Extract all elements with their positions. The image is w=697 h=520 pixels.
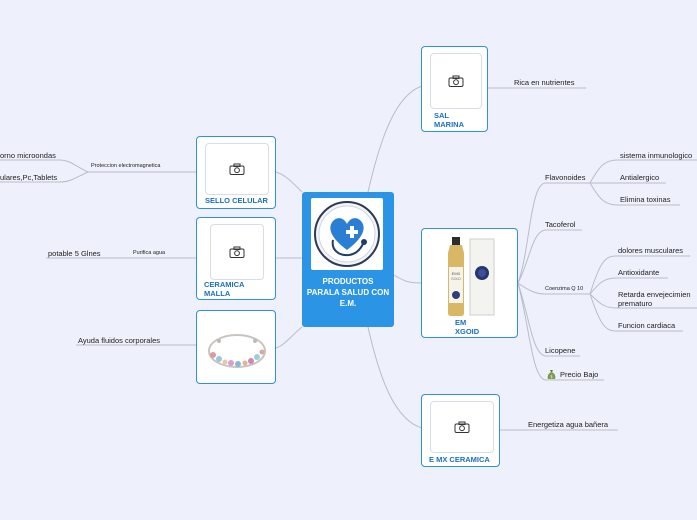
bottle-sub: GOLD [449, 277, 463, 281]
item-horno-microondas: orno microondas [0, 151, 56, 160]
item-retarda-envejecimiento: Retarda envejecimien [618, 290, 691, 299]
image-placeholder [205, 143, 269, 195]
branch-precio-bajo: Precio Bajo [560, 370, 598, 379]
item-sistema-inmunologico: sistema inmunologico [620, 151, 692, 160]
central-topic[interactable]: PRODUCTOS PARALA SALUD CON E.M. [302, 192, 394, 327]
item-dolores-musculares: dolores musculares [618, 246, 683, 255]
connector-proteccion: Proteccion electromagnetica [91, 163, 160, 169]
svg-text:$: $ [550, 374, 553, 379]
item-elimina-toxinas: Elimina toxinas [620, 195, 670, 204]
money-bag-icon: $ [547, 369, 556, 380]
image-placeholder [430, 53, 482, 109]
item-prematuro: prematuro [618, 299, 652, 308]
connector-purifica: Purifica agua [133, 250, 165, 256]
item-funcion-cardiaca: Funcion cardiaca [618, 321, 675, 330]
item-celulares-pc: ulares,Pc,Tablets [0, 173, 57, 182]
node-sello-celular[interactable]: SELLO CELULAR [196, 136, 276, 209]
item-ayuda-fluidos: Ayuda fluidos corporales [78, 336, 160, 345]
branch-licopene: Licopene [545, 346, 575, 355]
item-energetiza-agua: Energetiza agua bañera [528, 420, 608, 429]
item-antialergico: Antialergico [620, 173, 659, 182]
heart-stethoscope-icon [311, 198, 383, 270]
camera-icon [229, 163, 245, 175]
camera-icon [229, 246, 245, 258]
bottle-brand: EMX [449, 271, 463, 276]
branch-tacoferol: Tacoferol [545, 220, 575, 229]
camera-icon [454, 421, 470, 433]
bottle-image [442, 235, 498, 317]
item-potable: potable 5 Glnes [48, 249, 101, 258]
health-logo [311, 198, 383, 270]
branch-flavonoides: Flavonoides [545, 173, 585, 182]
node-pulsera[interactable] [196, 310, 276, 384]
image-placeholder [210, 224, 264, 280]
product-bottle-image: EMX GOLD [442, 235, 498, 317]
branch-coenzima: Coenzima Q 10 [545, 286, 583, 292]
camera-icon [448, 75, 464, 87]
item-rica-nutrientes: Rica en nutrientes [514, 78, 574, 87]
bracelet-image [201, 315, 271, 379]
node-label: SELLO CELULAR [205, 196, 268, 205]
image-placeholder [430, 401, 494, 453]
item-antioxidante: Antioxidante [618, 268, 659, 277]
central-title: PRODUCTOS PARALA SALUD CON E.M. [306, 276, 390, 309]
node-emx-ceramica[interactable]: E MX CERAMICA [421, 394, 500, 467]
node-label: E MX CERAMICA [429, 455, 490, 464]
